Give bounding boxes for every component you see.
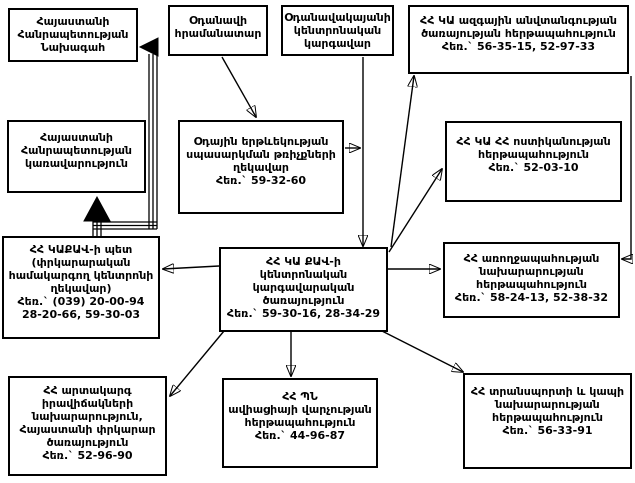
box-police-duty-line: հերթապահություն <box>478 148 589 161</box>
box-mod-aviation-line: Հեռ.` 44-96-87 <box>254 429 346 442</box>
box-president: Հայաստանի Հանրապետության Նախագահ <box>8 8 138 62</box>
box-transport-duty-line: Հեռ.` 56-33-91 <box>502 424 593 437</box>
box-police-duty-line: Հեռ.` 52-03-10 <box>488 161 579 174</box>
box-gdca-dispatch-line: կարգավարական <box>252 281 355 294</box>
box-emergency-ministry-line: ՀՀ արտակարգ <box>43 384 132 397</box>
box-gdca-dispatch-line: ծառայություն <box>262 294 345 307</box>
box-emergency-ministry-line: Հեռ.` 52-96-90 <box>42 449 133 462</box>
box-police-duty-line: ՀՀ ԿԱ ՀՀ ոստիկանության <box>456 135 611 148</box>
box-health-duty-line: Հեռ.` 58-24-13, 52-38-32 <box>454 291 609 304</box>
box-transport-duty: ՀՀ տրանսպորտի և կապի նախարարության հերթա… <box>463 373 632 469</box>
box-transport-duty-line: նախարարության <box>495 398 600 411</box>
box-government-line: կառավարություն <box>25 157 128 170</box>
box-gdca-chief-line: Հեռ.` (039) 20-00-94 <box>17 295 145 308</box>
arrow-nss-to-health <box>622 76 631 259</box>
box-gdca-dispatch-line: ՀՀ ԿԱ ՔԱՎ-ի <box>266 255 341 268</box>
box-emergency-ministry-line: իրավիճակների <box>41 397 134 410</box>
box-transport-duty-line: հերթապահություն <box>492 411 603 424</box>
box-aircraft-commander: Օդանավի հրամանատար <box>168 5 268 56</box>
box-emergency-ministry-line: ծառայություն <box>46 436 129 449</box>
box-government: Հայաստանի Հանրապետության կառավարություն <box>7 120 146 193</box>
arrow-center-to-transport <box>381 330 463 372</box>
box-health-duty-line: հերթապահություն <box>476 278 587 291</box>
box-ats-manager: Օդային երթևեկության սպասարկման թռիչքների… <box>178 120 344 214</box>
box-airport-dispatcher: Օդանավակայանի կենտրոնական կարգավար <box>281 5 394 56</box>
box-ats-manager-line: Հեռ.` 59-32-60 <box>215 174 307 187</box>
box-emergency-ministry-line: Հայաստանի փրկարար <box>19 423 156 436</box>
box-nss-duty-line: Հեռ.` 56-35-15, 52-97-33 <box>441 40 596 53</box>
box-health-duty-line: նախարարության <box>479 265 584 278</box>
box-airport-dispatcher-line: կենտրոնական <box>293 24 382 37</box>
box-mod-aviation-duty: ՀՀ ՊՆ ավիացիայի վարչության հերթապահությո… <box>222 378 378 468</box>
arrow-gdca-chief-to-government <box>83 195 111 237</box>
box-government-line: Հայաստանի <box>39 131 113 144</box>
box-president-line: Նախագահ <box>40 41 106 54</box>
box-ats-manager-line: Օդային երթևեկության <box>193 135 329 148</box>
box-emergency-ministry-line: նախարարություն, <box>32 410 143 423</box>
box-emergency-ministry: ՀՀ արտակարգ իրավիճակների նախարարություն,… <box>8 376 167 476</box>
box-gdca-chief-line: (փրկարարական <box>31 256 131 269</box>
box-gdca-chief: ՀՀ ԿԱՔԱՎ-ի պետ (փրկարարական համակարգող կ… <box>2 236 160 339</box>
box-mod-aviation-line: ՀՀ ՊՆ <box>282 390 318 403</box>
box-president-line: Հանրապետության <box>17 28 129 41</box>
arrow-center-to-emergency-ministry <box>170 330 225 396</box>
box-gdca-chief-line: ՀՀ ԿԱՔԱՎ-ի պետ <box>29 243 133 256</box>
box-nss-duty: ՀՀ ԿԱ ազգային անվտանգության ծառայության … <box>408 5 629 74</box>
box-gdca-dispatch-line: Հեռ.` 59-30-16, 28-34-29 <box>226 307 381 320</box>
box-nss-duty-line: ծառայության հերթապահություն <box>421 27 616 40</box>
box-aircraft-commander-line: Օդանավի <box>188 14 248 27</box>
box-government-line: Հանրապետության <box>20 144 133 157</box>
box-mod-aviation-line: հերթապահություն <box>244 416 356 429</box>
box-ats-manager-line: ղեկավար <box>233 161 289 174</box>
box-airport-dispatcher-line: կարգավար <box>304 37 371 50</box>
box-health-duty-line: ՀՀ առողջապահության <box>463 252 600 265</box>
box-nss-duty-line: ՀՀ ԿԱ ազգային անվտանգության <box>420 14 617 27</box>
box-gdca-chief-line: 28-20-66, 59-30-03 <box>21 308 141 321</box>
box-gdca-chief-line: համակարգող կենտրոնի <box>8 269 154 282</box>
box-airport-dispatcher-line: Օդանավակայանի <box>284 11 391 24</box>
box-gdca-dispatch-line: կենտրոնական <box>259 268 348 281</box>
arrow-center-to-police <box>388 169 442 253</box>
arrow-commander-to-ats-manager <box>221 56 256 117</box>
box-mod-aviation-line: ավիացիայի վարչության <box>228 403 372 416</box>
arrow-center-to-nss <box>390 76 414 248</box>
box-ats-manager-line: սպասարկման թռիչքների <box>186 148 336 161</box>
box-aircraft-commander-line: հրամանատար <box>174 27 262 40</box>
box-gdca-chief-line: ղեկավար) <box>50 282 112 295</box>
box-health-duty: ՀՀ առողջապահության նախարարության հերթապա… <box>443 242 620 318</box>
box-transport-duty-line: ՀՀ տրանսպորտի և կապի <box>470 385 625 398</box>
arrow-center-to-gdca-chief <box>163 266 220 269</box>
box-police-duty: ՀՀ ԿԱ ՀՀ ոստիկանության հերթապահություն Հ… <box>445 121 622 202</box>
arrow-gdca-chief-to-president <box>93 37 159 230</box>
box-gdca-dispatch-center: ՀՀ ԿԱ ՔԱՎ-ի կենտրոնական կարգավարական ծառ… <box>219 247 388 332</box>
box-president-line: Հայաստանի <box>36 15 110 28</box>
